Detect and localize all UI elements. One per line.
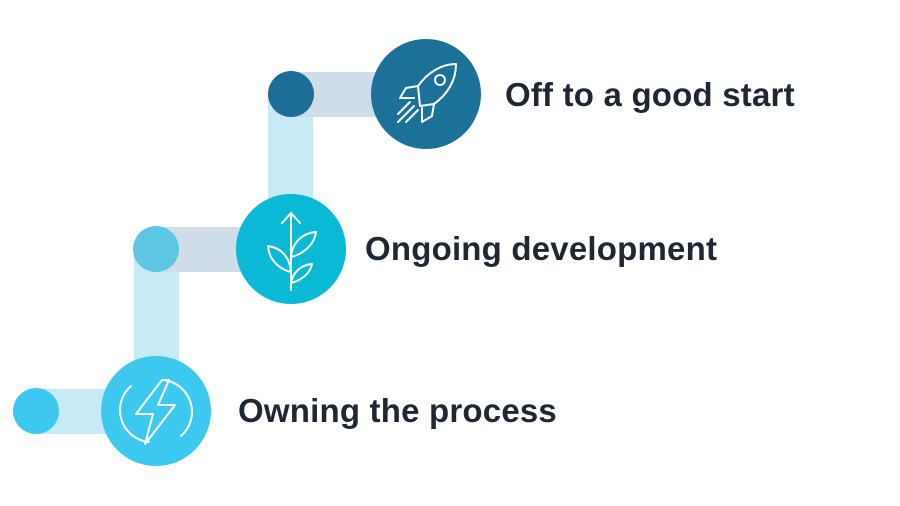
rocket-icon bbox=[397, 63, 457, 123]
lightning-icon bbox=[119, 379, 193, 445]
joint-dot-bottom bbox=[13, 388, 59, 434]
step-label-ongoing-development: Ongoing development bbox=[365, 230, 718, 267]
step-label-owning-the-process: Owning the process bbox=[238, 392, 557, 429]
joint-dot-top bbox=[268, 71, 314, 117]
step-node-owning bbox=[101, 356, 211, 466]
step-label-off-to-good-start: Off to a good start bbox=[505, 76, 795, 113]
joint-dot-middle bbox=[133, 226, 179, 272]
step-node-start bbox=[371, 39, 481, 149]
sprout-arrow-icon bbox=[267, 212, 317, 291]
step-node-development bbox=[236, 194, 346, 304]
